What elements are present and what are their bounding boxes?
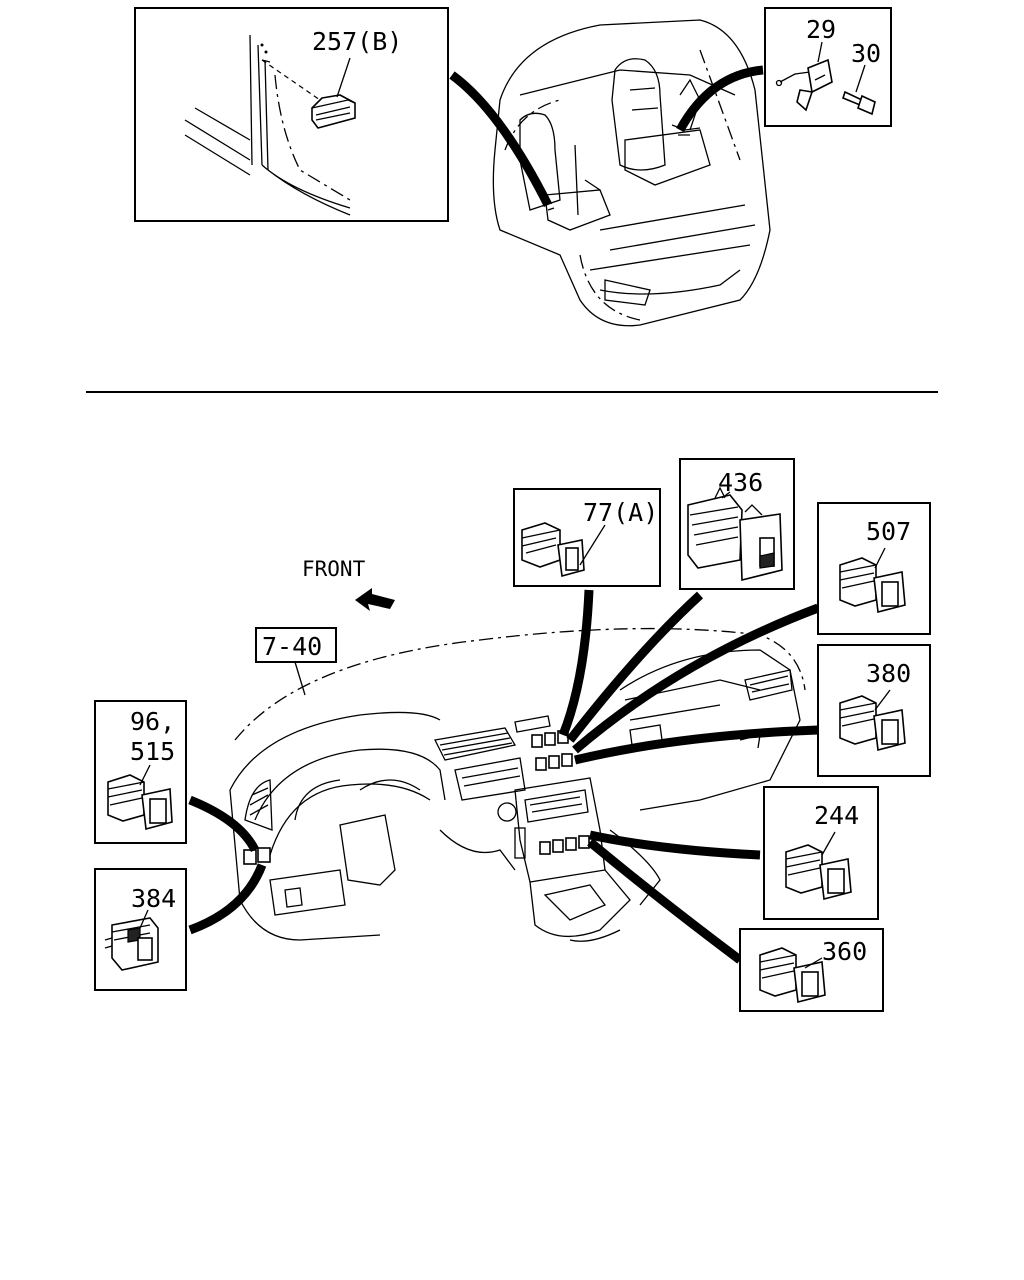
label-77a: 77(A) — [583, 498, 658, 527]
label-515: 515 — [130, 737, 175, 766]
label-29: 29 — [806, 15, 836, 44]
part-30-shape — [842, 90, 876, 116]
leader-244 — [589, 830, 761, 860]
leader-360 — [587, 838, 743, 964]
ref-label-7-40: 7-40 — [262, 632, 322, 661]
ref-leader-7-40 — [294, 661, 306, 696]
detail-box-507: 507 — [817, 502, 931, 635]
label-384: 384 — [131, 884, 176, 913]
leader-507 — [572, 603, 820, 754]
label-436: 436 — [718, 468, 763, 497]
detail-box-360: 360 — [739, 928, 884, 1012]
label-30: 30 — [851, 39, 881, 68]
part-257b-shape — [311, 94, 356, 129]
label-96: 96, — [130, 707, 175, 736]
part-507-shape — [839, 557, 906, 614]
detail-box-244: 244 — [763, 786, 879, 920]
detail-box-257b: 257(B) — [134, 7, 449, 222]
label-244: 244 — [814, 801, 859, 830]
detail-box-384: 384 — [94, 868, 187, 991]
leader-380 — [573, 725, 819, 765]
front-label: FRONT — [302, 557, 366, 581]
label-380: 380 — [866, 659, 911, 688]
leader-436 — [566, 591, 704, 743]
part-436-shape — [687, 486, 783, 582]
ref-box-7-40 — [255, 627, 337, 663]
part-29-shape — [796, 58, 833, 112]
part-380-shape — [839, 695, 906, 752]
label-507: 507 — [866, 517, 911, 546]
detail-box-77a: 77(A) — [513, 488, 661, 587]
detail-box-380: 380 — [817, 644, 931, 777]
label-257b: 257(B) — [312, 27, 402, 56]
part-96-515-shape — [107, 774, 173, 831]
leader-29-30 — [676, 65, 764, 133]
part-77a-shape — [521, 522, 585, 578]
label-360: 360 — [822, 937, 867, 966]
dashboard-illustration — [229, 627, 806, 942]
leader-96-515 — [188, 795, 260, 853]
detail-box-436: 436 — [679, 458, 795, 590]
detail-box-96-515: 96, 515 — [94, 700, 187, 844]
leader-384 — [188, 863, 267, 935]
part-384-shape — [104, 917, 159, 971]
detail-box-29-30: 29 30 — [764, 7, 892, 127]
leader-77a — [558, 589, 594, 737]
leader-257b — [449, 71, 553, 208]
part-244-shape — [785, 844, 852, 901]
front-arrow-icon — [355, 588, 395, 611]
